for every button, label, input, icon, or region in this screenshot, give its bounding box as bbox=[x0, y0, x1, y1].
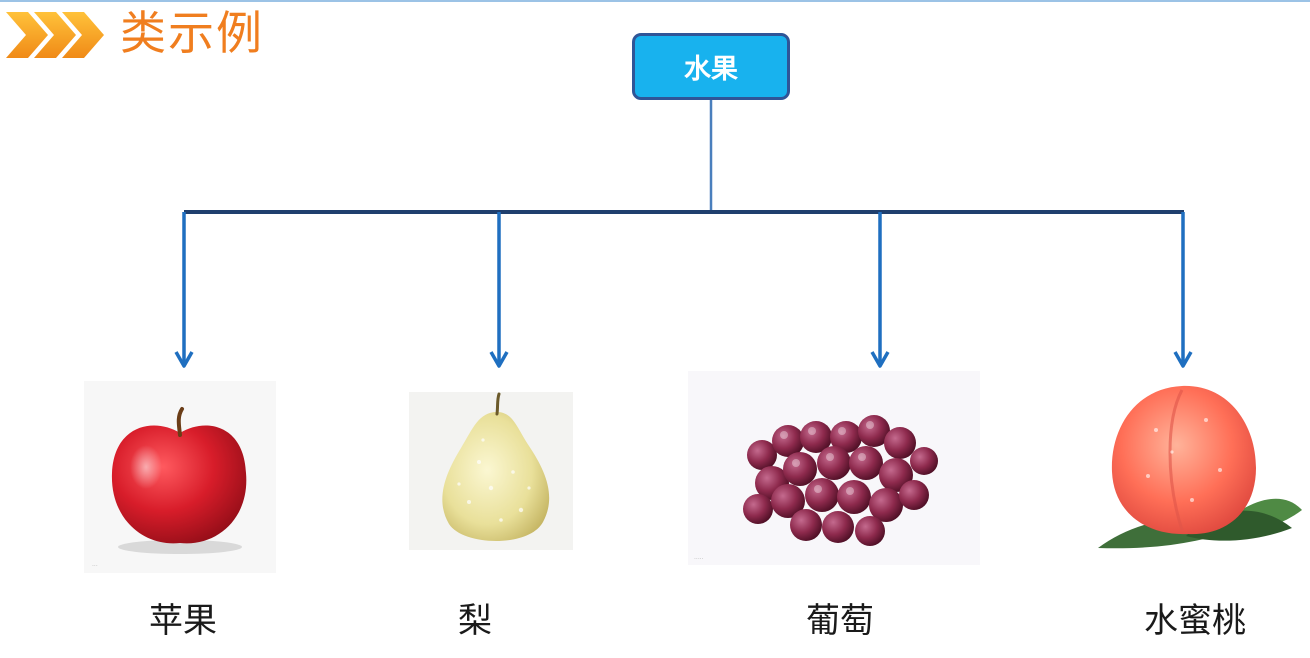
branch-arrow-grapes bbox=[870, 212, 890, 368]
branch-arrow-apple bbox=[174, 212, 194, 368]
label-peach: 水蜜桃 bbox=[1144, 601, 1246, 641]
branch-arrow-peach bbox=[1173, 212, 1193, 368]
top-rule bbox=[0, 0, 1310, 2]
pear-image bbox=[409, 392, 573, 550]
svg-text:···: ··· bbox=[92, 563, 98, 570]
peach-image bbox=[1098, 385, 1302, 549]
root-node: 水果 bbox=[632, 33, 790, 100]
root-node-label: 水果 bbox=[684, 54, 738, 85]
apple-image: ··· bbox=[84, 381, 276, 573]
triple-chevron-icon bbox=[6, 12, 104, 58]
label-pear: 梨 bbox=[458, 601, 492, 641]
label-grapes: 葡萄 bbox=[806, 601, 874, 641]
branch-arrow-pear bbox=[489, 212, 509, 368]
svg-text:·····: ····· bbox=[694, 556, 704, 563]
grapes-image: ····· bbox=[688, 371, 980, 565]
label-apple: 苹果 bbox=[149, 601, 217, 641]
page-title: 类示例 bbox=[120, 6, 264, 60]
